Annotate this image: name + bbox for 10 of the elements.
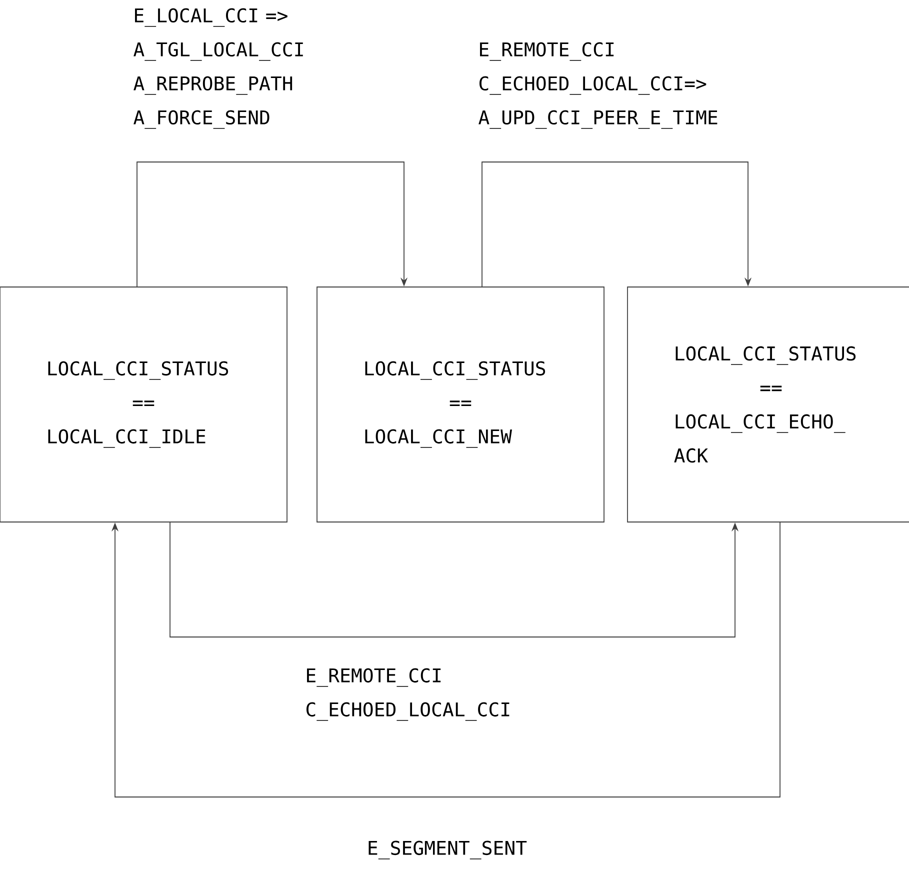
edge-label: E_REMOTE_CCI C_ECHOED_LOCAL_CCI=> A_UPD_CCI_PEER_E_TIME: [478, 42, 718, 129]
edge-label: E_REMOTE_CCI C_ECHOED_LOCAL_CCI: [306, 668, 510, 721]
state-box: LOCAL_CCI_STATUS == LOCAL_CCI_ECHO_ ACK: [627, 286, 909, 522]
state-box: LOCAL_CCI_STATUS == LOCAL_CCI_IDLE: [0, 286, 288, 522]
arrow: [136, 162, 408, 287]
edge-label: E_LOCAL_CCI => A_TGL_LOCAL_CCI A_REPROBE_PATH A_FORCE_SEND: [134, 8, 303, 129]
arrow: [482, 162, 752, 287]
edge-label: E_SEGMENT_SENT: [368, 840, 527, 860]
arrow: [111, 522, 780, 798]
state-box: LOCAL_CCI_STATUS == LOCAL_CCI_NEW: [316, 286, 604, 522]
